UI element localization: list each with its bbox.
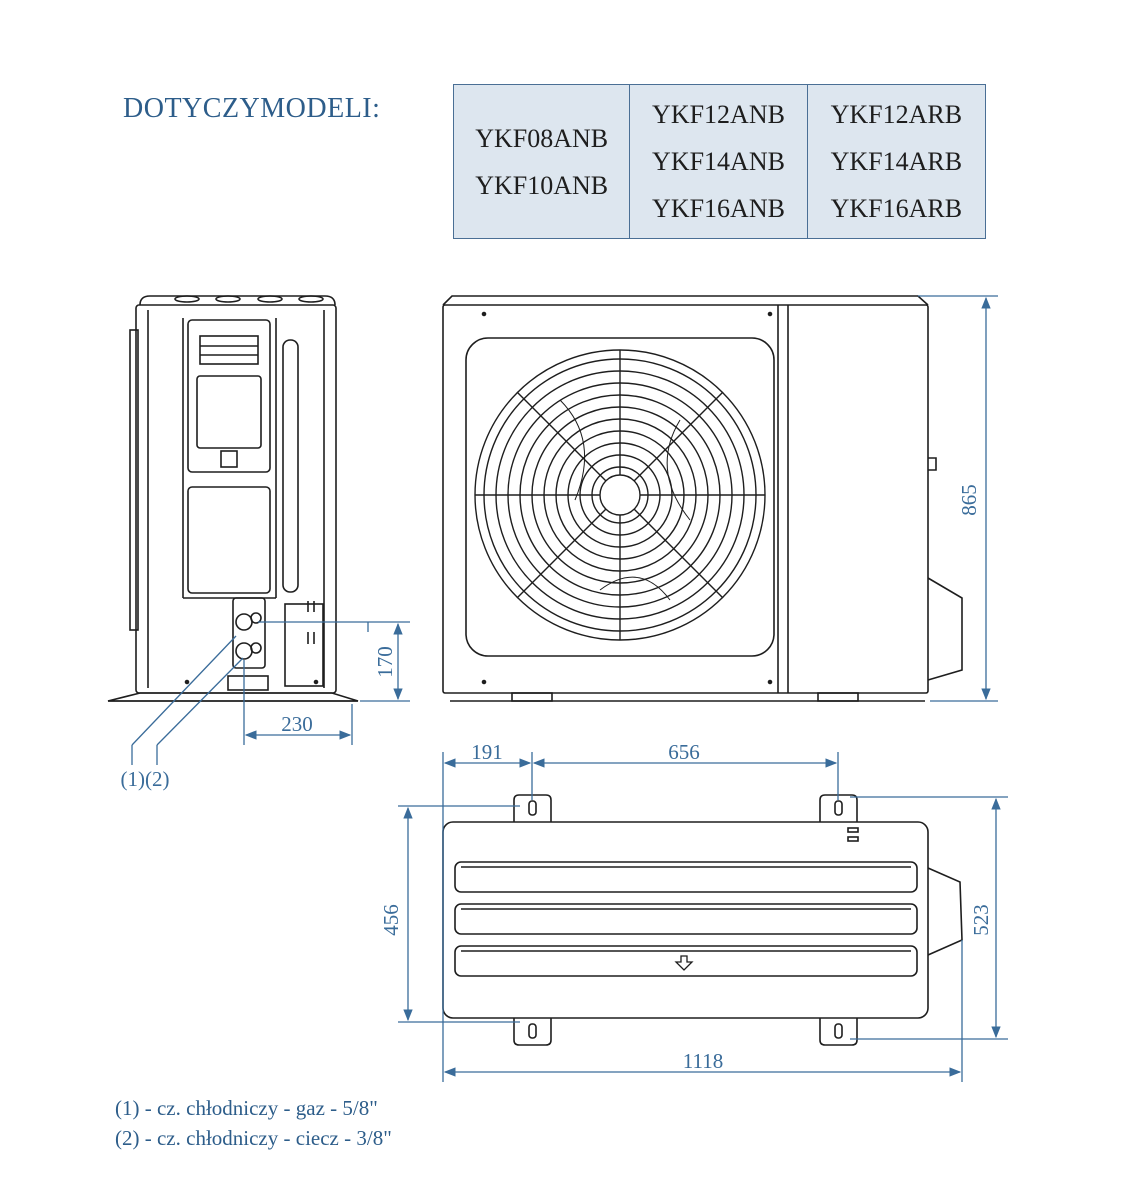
note-liquid: (2) - cz. chłodniczy - ciecz - 3/8" (115, 1126, 392, 1150)
model-item: YKF14ARB (830, 147, 963, 176)
port-offset-label: 230 (281, 712, 313, 736)
note-gas: (1) - cz. chłodniczy - gaz - 5/8" (115, 1096, 378, 1120)
models-heading: DOTYCZYMODELI: (123, 93, 381, 124)
front-view-dimensions (918, 295, 998, 702)
model-item: YKF16ANB (652, 194, 785, 223)
models-column-1: YKF08ANB YKF10ANB (452, 84, 631, 239)
callout-label: (1)(2) (121, 767, 170, 791)
width-label: 1118 (683, 1049, 723, 1073)
model-item: YKF08ANB (475, 123, 609, 153)
side-view (107, 295, 359, 702)
front-view (442, 295, 963, 702)
models-table: YKF08ANB YKF10ANB YKF12ANB YKF14ANB YKF1… (452, 84, 987, 239)
depth-label: 456 (379, 904, 403, 936)
height-label: 865 (957, 484, 981, 516)
models-column-3: YKF12ARB YKF14ARB YKF16ARB (806, 84, 987, 239)
foot-left-label: 191 (471, 740, 503, 764)
fan-grill (474, 349, 766, 641)
model-item: YKF10ANB (475, 170, 609, 200)
top-view (442, 794, 963, 1046)
port-height-label: 170 (373, 646, 397, 678)
top-view-dimensions (398, 752, 1008, 1082)
depth-total-label: 523 (969, 904, 993, 936)
foot-span-label: 656 (668, 740, 700, 764)
model-item: YKF12ARB (830, 100, 963, 129)
side-view-dimensions (131, 621, 410, 765)
model-item: YKF12ANB (652, 100, 785, 129)
models-column-2: YKF12ANB YKF14ANB YKF16ANB (629, 84, 808, 239)
model-item: YKF14ANB (652, 147, 785, 176)
model-item: YKF16ARB (830, 194, 963, 223)
